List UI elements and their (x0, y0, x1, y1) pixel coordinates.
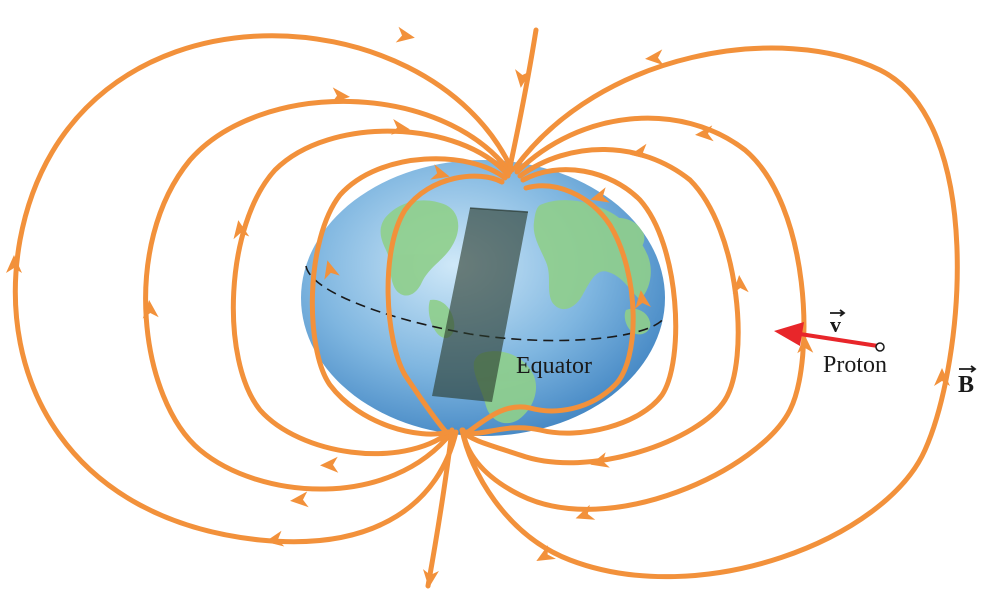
field-line (425, 427, 455, 589)
field-arrowhead (797, 335, 814, 354)
field-label: B (958, 372, 974, 398)
field-arrowhead (290, 491, 309, 508)
field-arrowhead (590, 452, 610, 468)
field-line-arrowheads (6, 26, 950, 588)
field-arrowhead (390, 118, 410, 135)
equator-label: Equator (516, 353, 592, 379)
field-line (459, 45, 960, 580)
field-line (505, 27, 539, 179)
velocity-symbol: v (830, 309, 846, 337)
field-arrowhead (324, 260, 340, 280)
field-arrowhead (331, 87, 350, 104)
field-line (460, 115, 807, 512)
field-overarrow-icon (959, 365, 977, 373)
velocity-arrowhead (774, 322, 804, 346)
field-symbol: B (958, 365, 977, 398)
velocity-overarrow-icon (830, 309, 846, 317)
field-arrowhead (536, 545, 556, 561)
field-arrowhead (645, 49, 664, 66)
magnetic-field-lines (12, 27, 960, 589)
field-line (12, 33, 515, 545)
field-arrowhead (630, 143, 650, 160)
field-line (465, 183, 636, 435)
field-arrowhead (395, 26, 415, 43)
field-arrowhead (423, 569, 439, 588)
velocity-label: v (830, 312, 841, 337)
proton-label: Proton (823, 352, 887, 378)
field-arrowhead (934, 368, 950, 386)
field-arrowhead (233, 220, 250, 240)
field-arrowhead (695, 125, 714, 142)
field-arrowhead (515, 69, 531, 88)
field-line (385, 173, 505, 435)
field-arrowhead (320, 456, 339, 473)
field-arrowhead (265, 530, 285, 547)
field-arrowhead (142, 300, 159, 319)
field-arrowhead (575, 504, 596, 520)
field-arrowhead (732, 275, 749, 294)
field-arrowhead (590, 187, 610, 203)
proton-dot (875, 342, 885, 352)
field-arrowhead (6, 255, 22, 273)
field-line (463, 167, 679, 436)
bar-magnet (432, 207, 529, 402)
velocity-vector (774, 322, 879, 348)
field-line (143, 98, 513, 492)
field-arrowhead (430, 164, 450, 180)
field-line (309, 156, 508, 437)
field-arrowhead (635, 290, 651, 309)
